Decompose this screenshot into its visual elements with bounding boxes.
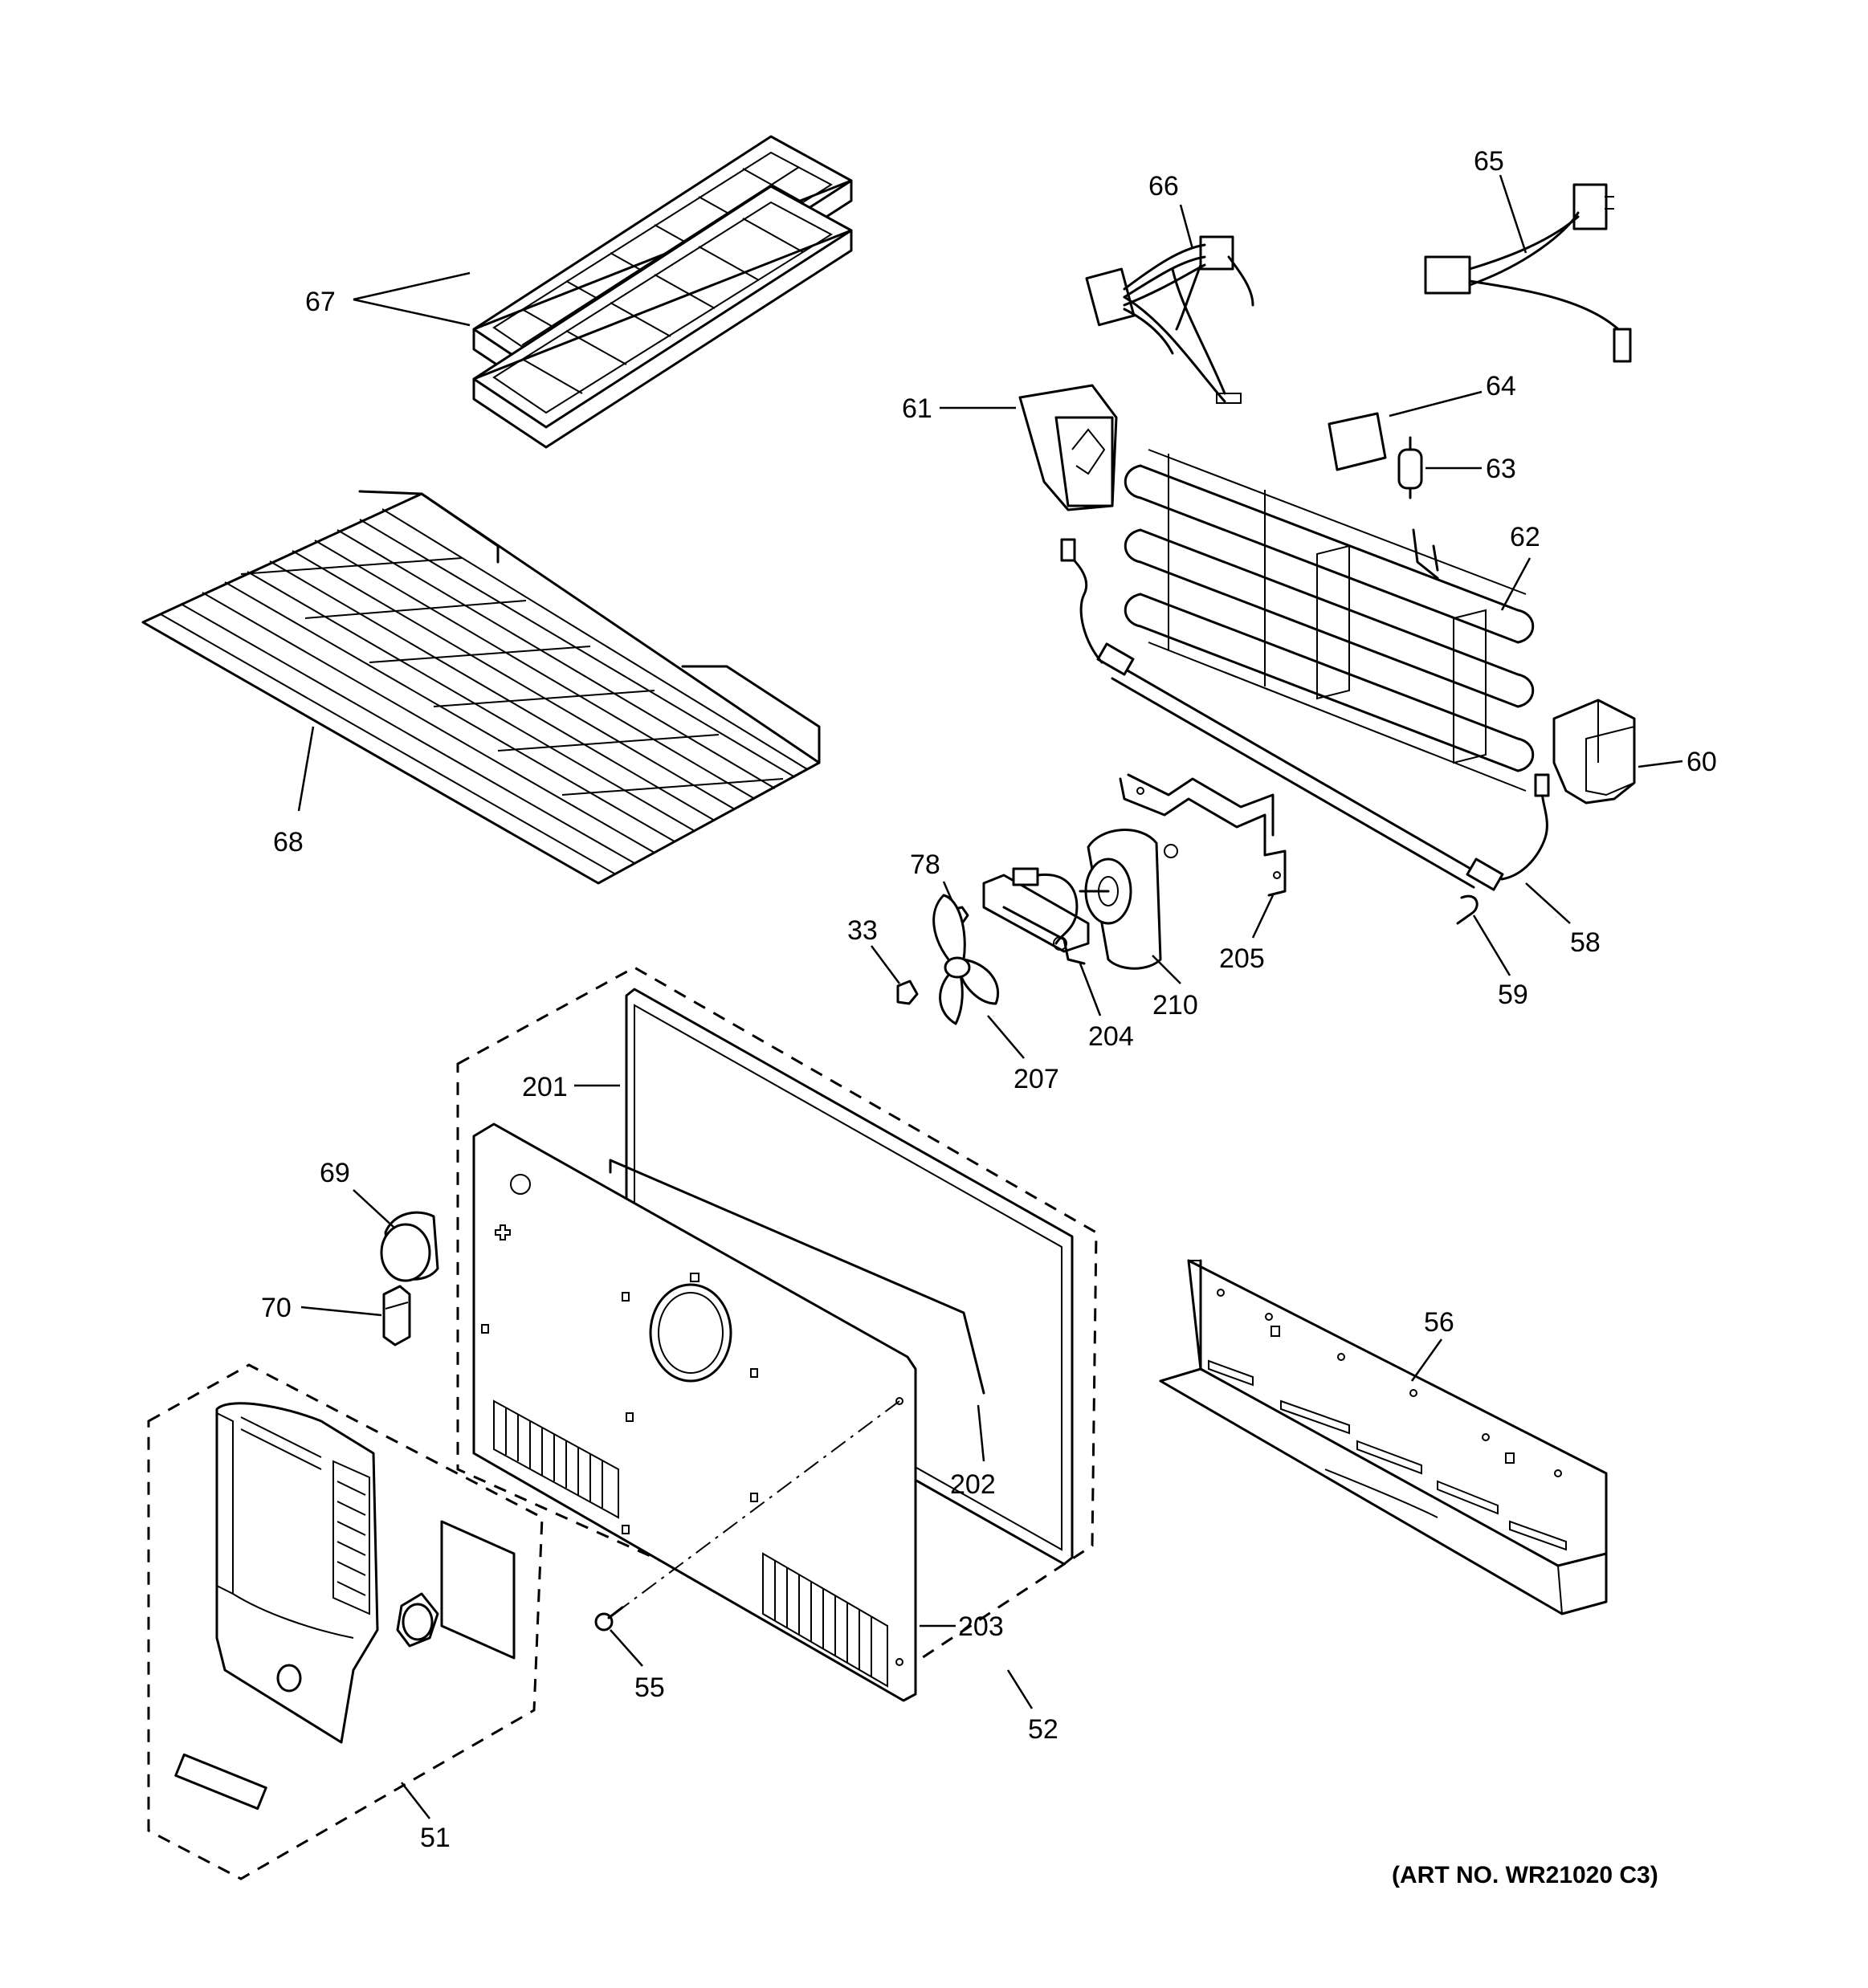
filter-dryer — [1397, 436, 1423, 499]
callout-58: 58 — [1525, 882, 1601, 958]
evaporator-fan-blade — [932, 894, 1000, 1025]
callout-label-56: 56 — [1424, 1307, 1454, 1338]
callout-label-51: 51 — [420, 1823, 451, 1853]
callout-label-59: 59 — [1498, 980, 1528, 1010]
callout-63: 63 — [1425, 454, 1516, 484]
callout-label-55: 55 — [634, 1672, 665, 1703]
callout-label-70: 70 — [261, 1293, 292, 1323]
callout-label-62: 62 — [1510, 522, 1540, 552]
callout-210: 210 — [1152, 955, 1198, 1020]
knob-insert — [382, 1285, 411, 1346]
callout-62: 62 — [1500, 522, 1540, 611]
callout-69: 69 — [320, 1158, 396, 1229]
callout-label-78: 78 — [910, 849, 940, 880]
ice-tray-pair — [472, 135, 853, 449]
fan-blade-cap — [896, 980, 919, 1005]
evaporator-end-cap-right — [1552, 699, 1636, 805]
callout-label-66: 66 — [1148, 171, 1179, 202]
callout-204: 204 — [1079, 963, 1134, 1052]
callout-label-65: 65 — [1474, 146, 1504, 177]
callout-67: 67 — [305, 271, 471, 327]
callout-label-61: 61 — [902, 393, 932, 424]
callout-51: 51 — [401, 1782, 451, 1853]
callout-66: 66 — [1148, 171, 1194, 250]
callout-203: 203 — [920, 1611, 1004, 1642]
callout-52: 52 — [1006, 1669, 1058, 1745]
wire-shelf — [141, 490, 821, 885]
callout-label-210: 210 — [1152, 990, 1198, 1020]
callout-65: 65 — [1474, 146, 1527, 254]
callout-68: 68 — [273, 726, 315, 858]
evaporator-cover-panel — [472, 1122, 917, 1702]
callout-202: 202 — [950, 1404, 996, 1500]
art-number: (ART NO. WR21020 C3) — [1392, 1862, 1658, 1888]
callout-201: 201 — [522, 1072, 620, 1102]
callout-33: 33 — [847, 915, 901, 984]
cover-seal-strip — [609, 1159, 985, 1395]
callout-64: 64 — [1389, 371, 1516, 418]
callout-56: 56 — [1410, 1307, 1454, 1382]
callout-label-69: 69 — [320, 1158, 350, 1188]
callout-label-201: 201 — [522, 1072, 568, 1102]
callout-label-204: 204 — [1088, 1021, 1134, 1052]
fan-motor-mount — [982, 867, 1090, 965]
damper-control-housing — [174, 1402, 379, 1811]
callout-61: 61 — [902, 393, 1016, 424]
callout-label-64: 64 — [1486, 371, 1516, 401]
callout-59: 59 — [1472, 915, 1528, 1010]
defrost-heater — [1060, 538, 1550, 891]
callout-label-33: 33 — [847, 915, 878, 946]
damper-baffle — [396, 1520, 516, 1660]
callout-60: 60 — [1638, 747, 1717, 777]
evaporator-pad — [1328, 412, 1387, 471]
fan-motor-bracket — [1119, 773, 1287, 897]
callout-label-67: 67 — [305, 287, 336, 317]
callout-label-60: 60 — [1687, 747, 1717, 777]
callout-label-63: 63 — [1486, 454, 1516, 484]
callout-label-203: 203 — [958, 1611, 1004, 1642]
callout-label-58: 58 — [1570, 927, 1601, 958]
callout-label-205: 205 — [1219, 943, 1265, 974]
callout-55: 55 — [610, 1629, 665, 1703]
evaporator-coil — [1124, 449, 1535, 792]
callout-205: 205 — [1219, 894, 1275, 974]
evaporator-fan-motor — [1079, 829, 1178, 970]
heater-clip — [1456, 894, 1478, 925]
callout-label-68: 68 — [273, 827, 304, 858]
cover-screw — [594, 1400, 900, 1632]
callout-label-202: 202 — [950, 1469, 996, 1500]
callout-label-52: 52 — [1028, 1714, 1058, 1745]
callout-label-207: 207 — [1014, 1064, 1059, 1094]
evaporator-end-cap-left — [1018, 384, 1118, 511]
damper-control-assembly-boundary — [147, 1363, 544, 1880]
defrost-thermostat-harness — [1424, 183, 1632, 363]
callout-70: 70 — [261, 1293, 382, 1323]
evaporator-cover-assembly-boundary — [456, 966, 1098, 1672]
callout-207: 207 — [987, 1015, 1059, 1094]
control-knob — [380, 1211, 439, 1282]
freezer-floor-channel — [1159, 1259, 1608, 1615]
wire-harness — [1085, 235, 1254, 404]
